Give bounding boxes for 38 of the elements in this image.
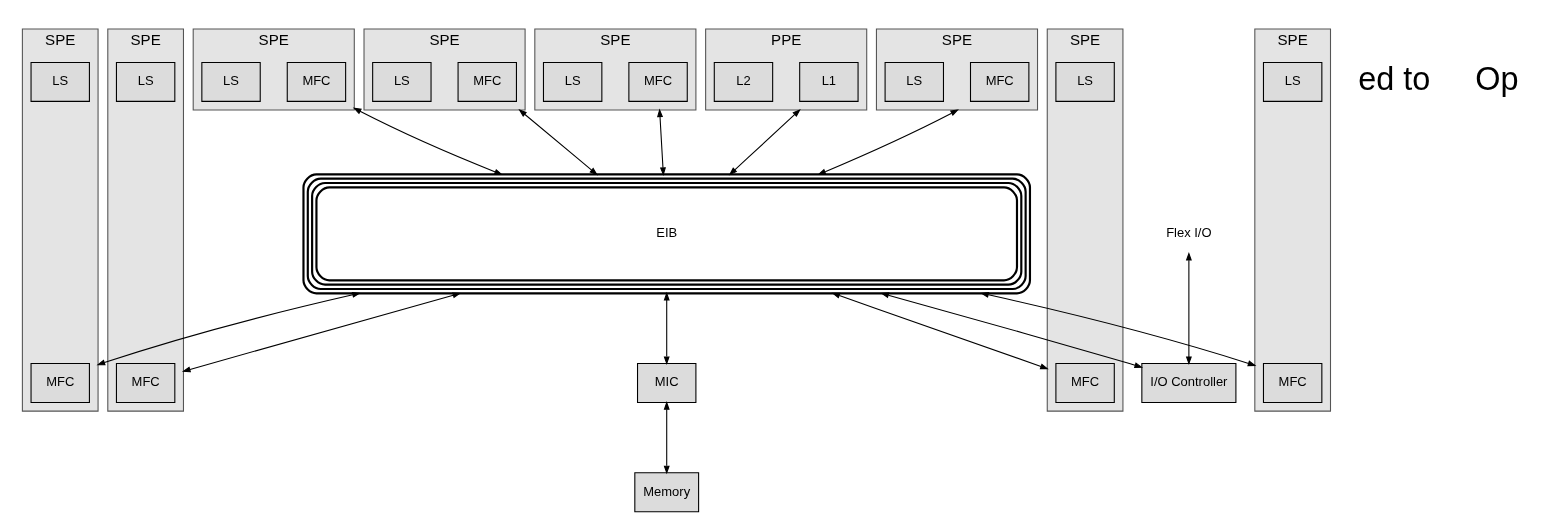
- arrow: [1185, 251, 1192, 366]
- node-box: LS: [884, 61, 944, 102]
- node-box: L1: [799, 61, 859, 102]
- node-box: MFC: [457, 61, 517, 102]
- arrow: [728, 108, 801, 176]
- node-box: LS: [1262, 61, 1323, 102]
- node-box: LS: [115, 61, 176, 102]
- arrow: [663, 401, 670, 475]
- node-box: MFC: [30, 363, 90, 404]
- node-box: L2: [713, 61, 774, 102]
- node-box: LS: [201, 61, 261, 102]
- arrow: [880, 292, 1144, 369]
- node-box: LS: [30, 61, 90, 102]
- arrow: [518, 109, 598, 176]
- node-box: MIC: [637, 363, 697, 404]
- label: ed to: [1358, 61, 1431, 98]
- arrow: [980, 291, 1257, 367]
- node-box: MFC: [628, 61, 688, 102]
- arrow: [657, 108, 666, 176]
- arrow: [352, 107, 503, 175]
- node-box: MFC: [286, 61, 347, 102]
- arrow: [817, 109, 959, 175]
- node-box: MFC: [115, 363, 176, 404]
- label: Op: [1475, 61, 1519, 98]
- node-box: MFC: [1055, 363, 1115, 404]
- node-box: MFC: [969, 61, 1030, 102]
- arrow: [831, 292, 1049, 370]
- node-box: LS: [372, 61, 432, 102]
- arrow: [181, 292, 462, 373]
- arrow: [663, 291, 670, 366]
- node-box: Memory: [634, 472, 700, 513]
- node-text: Flex I/O: [1166, 225, 1212, 241]
- node-box: MFC: [1262, 363, 1323, 404]
- node-box: I/O Controller: [1141, 363, 1237, 404]
- node-box: LS: [1055, 61, 1115, 102]
- node-box: EIB: [302, 173, 1032, 295]
- arrow: [96, 291, 361, 366]
- node-box: LS: [542, 61, 603, 102]
